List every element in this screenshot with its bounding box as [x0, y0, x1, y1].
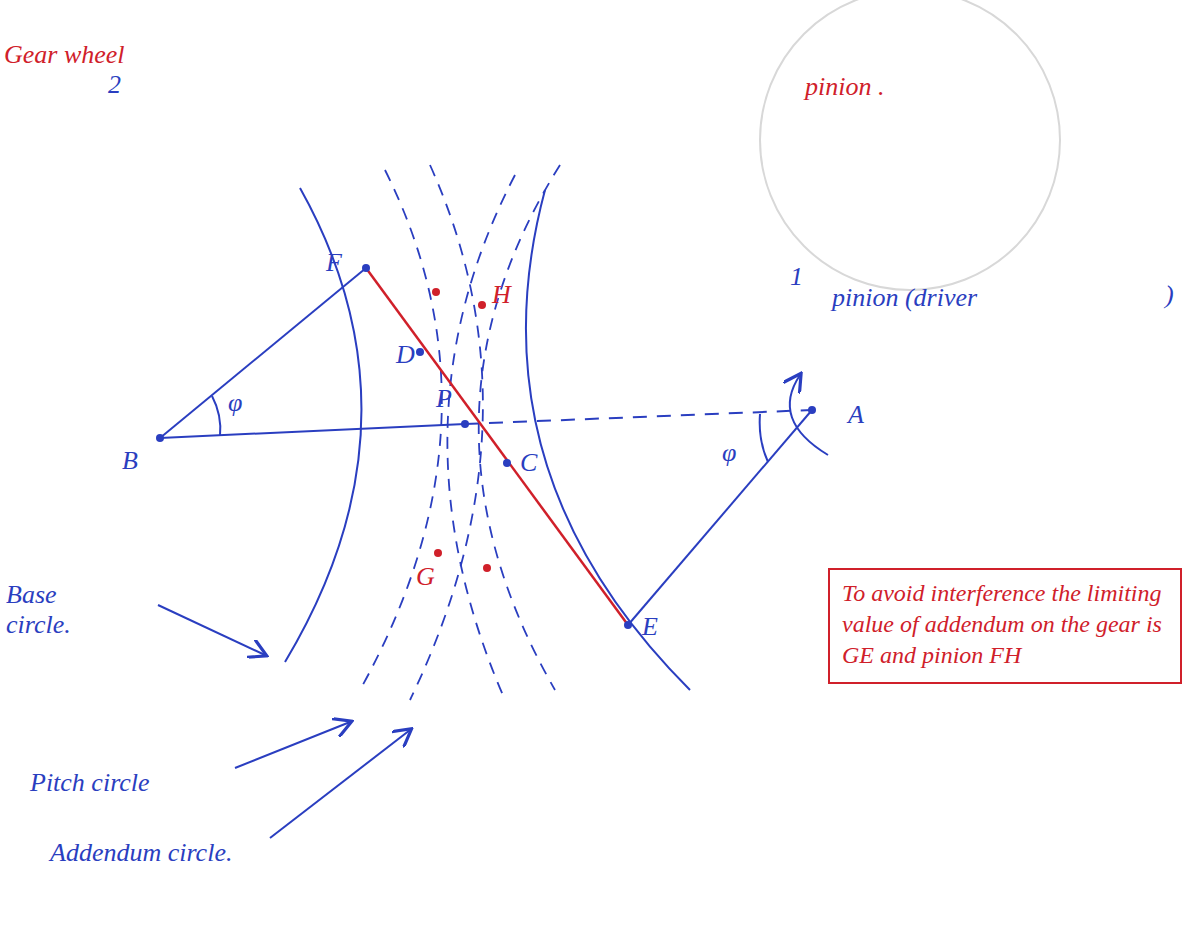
- point: [434, 549, 442, 557]
- part-name: pinion .: [805, 72, 884, 102]
- point-letter: F: [326, 248, 342, 278]
- pinion-pitch-circle: [479, 165, 560, 690]
- point-letter: E: [642, 612, 658, 642]
- centre-line: [160, 424, 465, 438]
- point: [156, 434, 164, 442]
- part-name: Gear wheel: [4, 40, 125, 70]
- point-letter: G: [416, 562, 435, 592]
- point: [416, 348, 424, 356]
- gear-addendum-circle: [410, 165, 483, 700]
- pinion-addendum-circle: [447, 175, 515, 700]
- part-name: pinion (driver: [832, 283, 977, 313]
- gear-base-circle: [285, 188, 361, 662]
- callout-number: 2: [108, 70, 121, 100]
- bracket: ): [1165, 280, 1174, 310]
- line-of-action: [366, 268, 628, 625]
- point: [461, 420, 469, 428]
- angle-arc: [212, 396, 220, 436]
- point: [362, 264, 370, 272]
- point: [483, 564, 491, 572]
- point: [503, 459, 511, 467]
- point-letter: D: [396, 340, 415, 370]
- pinion-base-circle: [526, 190, 690, 690]
- note-text: To avoid interference the limiting value…: [842, 578, 1168, 672]
- angle-symbol: φ: [228, 388, 242, 418]
- callout-number: 1: [790, 262, 803, 292]
- radius-line: [628, 410, 812, 625]
- point: [478, 301, 486, 309]
- note-box: To avoid interference the limiting value…: [828, 568, 1182, 684]
- radius-line: [160, 268, 366, 438]
- angle-arc: [760, 414, 768, 462]
- point-letter: A: [848, 400, 864, 430]
- leader-arrow: [270, 730, 410, 838]
- angle-symbol: φ: [722, 438, 736, 468]
- leader-arrow: [235, 722, 350, 768]
- gear-pitch-circle: [360, 170, 442, 690]
- part-name: Base circle.: [6, 580, 126, 640]
- leader-arrow: [158, 605, 265, 655]
- point-letter: C: [520, 448, 537, 478]
- part-name: Addendum circle.: [50, 838, 260, 868]
- point-letter: P: [436, 384, 452, 414]
- point-letter: H: [492, 280, 511, 310]
- point: [624, 621, 632, 629]
- part-name: Pitch circle: [30, 768, 170, 798]
- pinion-outline: [760, 0, 1060, 290]
- point: [808, 406, 816, 414]
- rotation-arrow: [790, 375, 828, 455]
- point: [432, 288, 440, 296]
- point-letter: B: [122, 446, 138, 476]
